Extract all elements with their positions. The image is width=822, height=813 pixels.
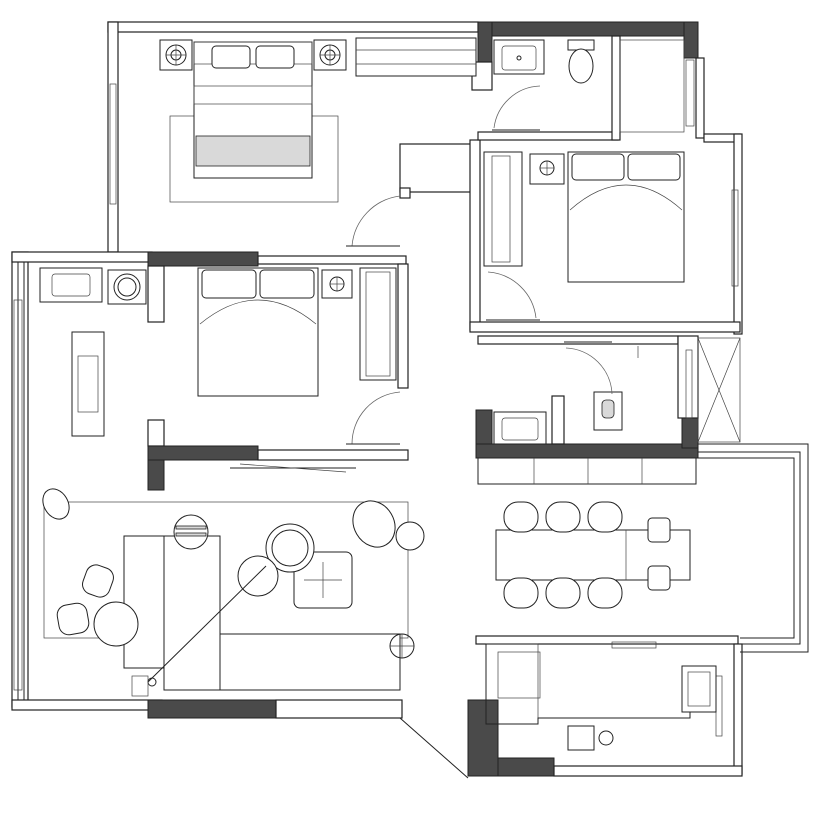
master-bedroom [159, 37, 477, 247]
wardrobe-second [483, 151, 523, 267]
windows [13, 59, 739, 737]
stove-icon [567, 725, 614, 751]
lounge-chair [352, 500, 425, 551]
third-bedroom [197, 267, 401, 473]
interior-walls [147, 35, 741, 491]
nightstand-lamp-right-icon [313, 39, 347, 71]
kitchen-sink-icon [681, 665, 717, 713]
washing-machine-icon [107, 269, 147, 305]
wardrobe-master [355, 37, 477, 77]
nightstand-lamp-left-icon [159, 39, 193, 71]
master-bathroom [492, 39, 685, 133]
armchair-left-1 [82, 564, 114, 598]
squat-toilet-icon [593, 391, 623, 431]
armchair-left-2 [56, 602, 90, 636]
living-room [42, 488, 425, 697]
sideboard-cabinet [477, 457, 697, 485]
exterior-walls [11, 21, 809, 779]
wardrobe-third [359, 267, 397, 381]
nightstand-lamp-icon [529, 153, 565, 185]
nightstand-lamp-center-icon [321, 269, 353, 299]
second-bedroom [483, 151, 685, 321]
floor-lamp-icon [389, 633, 415, 659]
dog-figure-icon [42, 488, 70, 520]
striped-ottoman-icon [173, 514, 209, 550]
toilet-icon [567, 39, 595, 84]
coffee-table [293, 551, 353, 609]
round-stool-icon [265, 523, 315, 573]
sofa [123, 535, 401, 691]
dining-area [495, 501, 691, 609]
ac-unit [697, 337, 741, 443]
second-bathroom [493, 341, 639, 445]
utility-area [39, 267, 147, 437]
kitchen [485, 641, 717, 751]
